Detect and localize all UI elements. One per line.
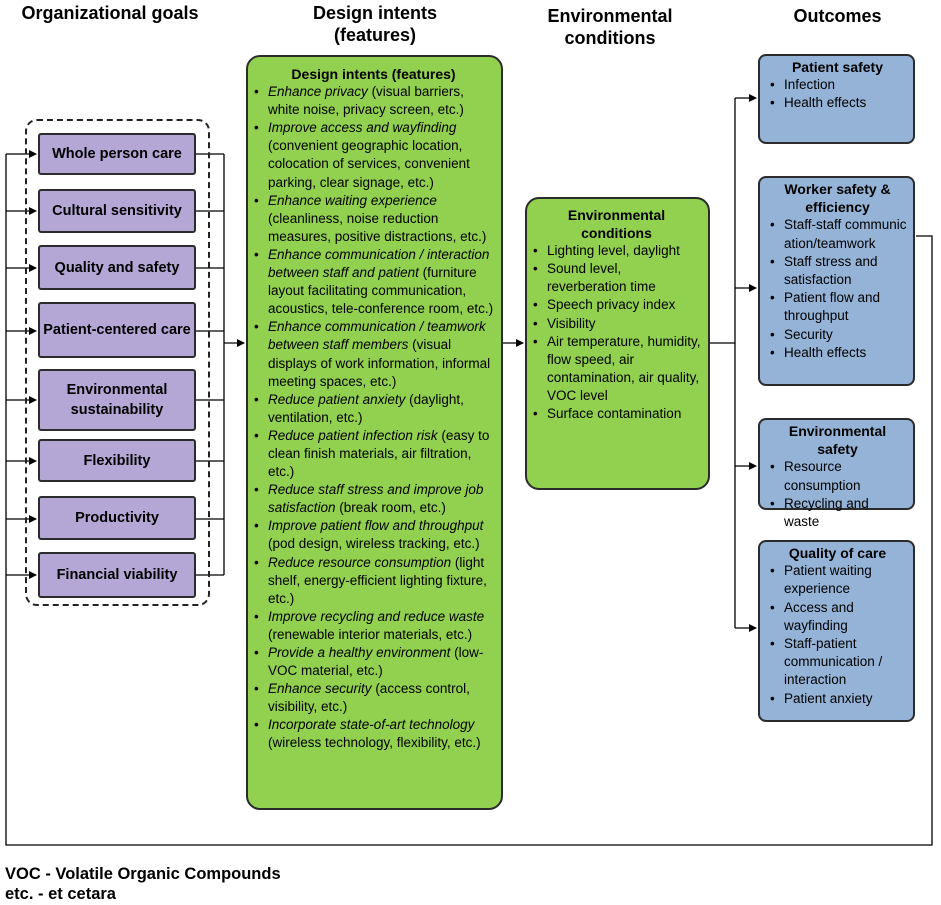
outcome-box-quality-of-care: Quality of care Patient waiting experien… [758, 540, 915, 722]
list-item: Reduce resource consumption (light shelf… [252, 554, 495, 608]
goal-box: Financial viability [38, 552, 196, 598]
list-item: Enhance security (access control, visibi… [252, 680, 495, 716]
list-item: Patient flow and throughput [768, 289, 907, 325]
list-item: Enhance communication / teamwork between… [252, 318, 495, 390]
list-item: Reduce staff stress and improve job sati… [252, 481, 495, 517]
footnote-voc: VOC - Volatile Organic Compounds [5, 865, 281, 883]
outcome-list: Resource consumption Recycling and waste [768, 458, 907, 531]
list-item: Speech privacy index [531, 296, 702, 314]
list-item: Air temperature, humidity, flow speed, a… [531, 333, 702, 405]
outcome-box-patient-safety: Patient safety Infection Health effects [758, 54, 915, 144]
list-item: Reduce patient anxiety (daylight, ventil… [252, 391, 495, 427]
list-item: Enhance communication / interaction betw… [252, 246, 495, 318]
goal-box: Flexibility [38, 439, 196, 482]
environmental-conditions-title: Environmental conditions [567, 207, 666, 242]
goal-box: Cultural sensitivity [38, 189, 196, 233]
list-item: Surface contamination [531, 405, 702, 423]
goals-group-border [25, 119, 210, 606]
list-item: Staff-staff communication/teamwork [768, 216, 907, 252]
environmental-conditions-box: Environmental conditions Lighting level,… [525, 197, 710, 490]
design-intents-box: Design intents (features) Enhance privac… [246, 55, 503, 810]
goal-box: Whole person care [38, 133, 196, 175]
outcome-title: Worker safety & efficiency [784, 181, 891, 216]
list-item: Incorporate state-of-art technology (wir… [252, 716, 495, 752]
list-item: Sound level, reverberation time [531, 260, 702, 296]
list-item: Improve patient flow and throughput (pod… [252, 517, 495, 553]
list-item: Resource consumption [768, 458, 907, 494]
list-item: Recycling and waste [768, 495, 907, 531]
header-design-intents: Design intents (features) [312, 3, 437, 45]
list-item: Access and wayfinding [768, 599, 907, 635]
list-item: Improve access and wayfinding (convenien… [252, 119, 495, 191]
list-item: Visibility [531, 315, 702, 333]
footnote-etc: etc. - et cetara [5, 885, 116, 903]
list-item: Health effects [768, 94, 907, 112]
design-intents-title: Design intents (features) [291, 66, 456, 82]
list-item: Security [768, 326, 907, 344]
goal-box: Environmental sustainability [38, 369, 196, 431]
outcome-box-worker-safety: Worker safety & efficiency Staff-staff c… [758, 176, 915, 386]
list-item: Reduce patient infection risk (easy to c… [252, 427, 495, 481]
goal-box: Quality and safety [38, 245, 196, 290]
list-item: Staff stress and satisfaction [768, 253, 907, 289]
outcome-list: Staff-staff communication/teamwork Staff… [768, 216, 907, 362]
outcome-title: Patient safety [791, 59, 884, 75]
design-intents-list: Enhance privacy (visual barriers, white … [252, 83, 495, 752]
list-item: Health effects [768, 344, 907, 362]
outcome-list: Infection Health effects [768, 76, 907, 113]
outcome-title: Environmental safety [788, 423, 887, 458]
feedback-loop-line [5, 154, 933, 846]
list-item: Patient anxiety [768, 690, 907, 708]
environmental-conditions-list: Lighting level, daylight Sound level, re… [531, 242, 702, 423]
header-organizational-goals: Organizational goals [21, 3, 199, 23]
outcome-list: Patient waiting experience Access and wa… [768, 562, 907, 708]
list-item: Enhance waiting experience (cleanliness,… [252, 192, 495, 246]
header-outcomes: Outcomes [793, 6, 882, 26]
list-item: Enhance privacy (visual barriers, white … [252, 83, 495, 119]
goal-box: Patient-centered care [38, 302, 196, 358]
list-item: Infection [768, 76, 907, 94]
list-item: Patient waiting experience [768, 562, 907, 598]
list-item: Improve recycling and reduce waste (rene… [252, 608, 495, 644]
header-environmental-conditions: Environmental conditions [547, 6, 673, 48]
list-item: Staff-patient communication / interactio… [768, 635, 907, 690]
list-item: Provide a healthy environment (low-VOC m… [252, 644, 495, 680]
list-item: Lighting level, daylight [531, 242, 702, 260]
outcome-box-environmental-safety: Environmental safety Resource consumptio… [758, 418, 915, 529]
goal-box: Productivity [38, 496, 196, 540]
outcome-title: Quality of care [788, 545, 887, 561]
